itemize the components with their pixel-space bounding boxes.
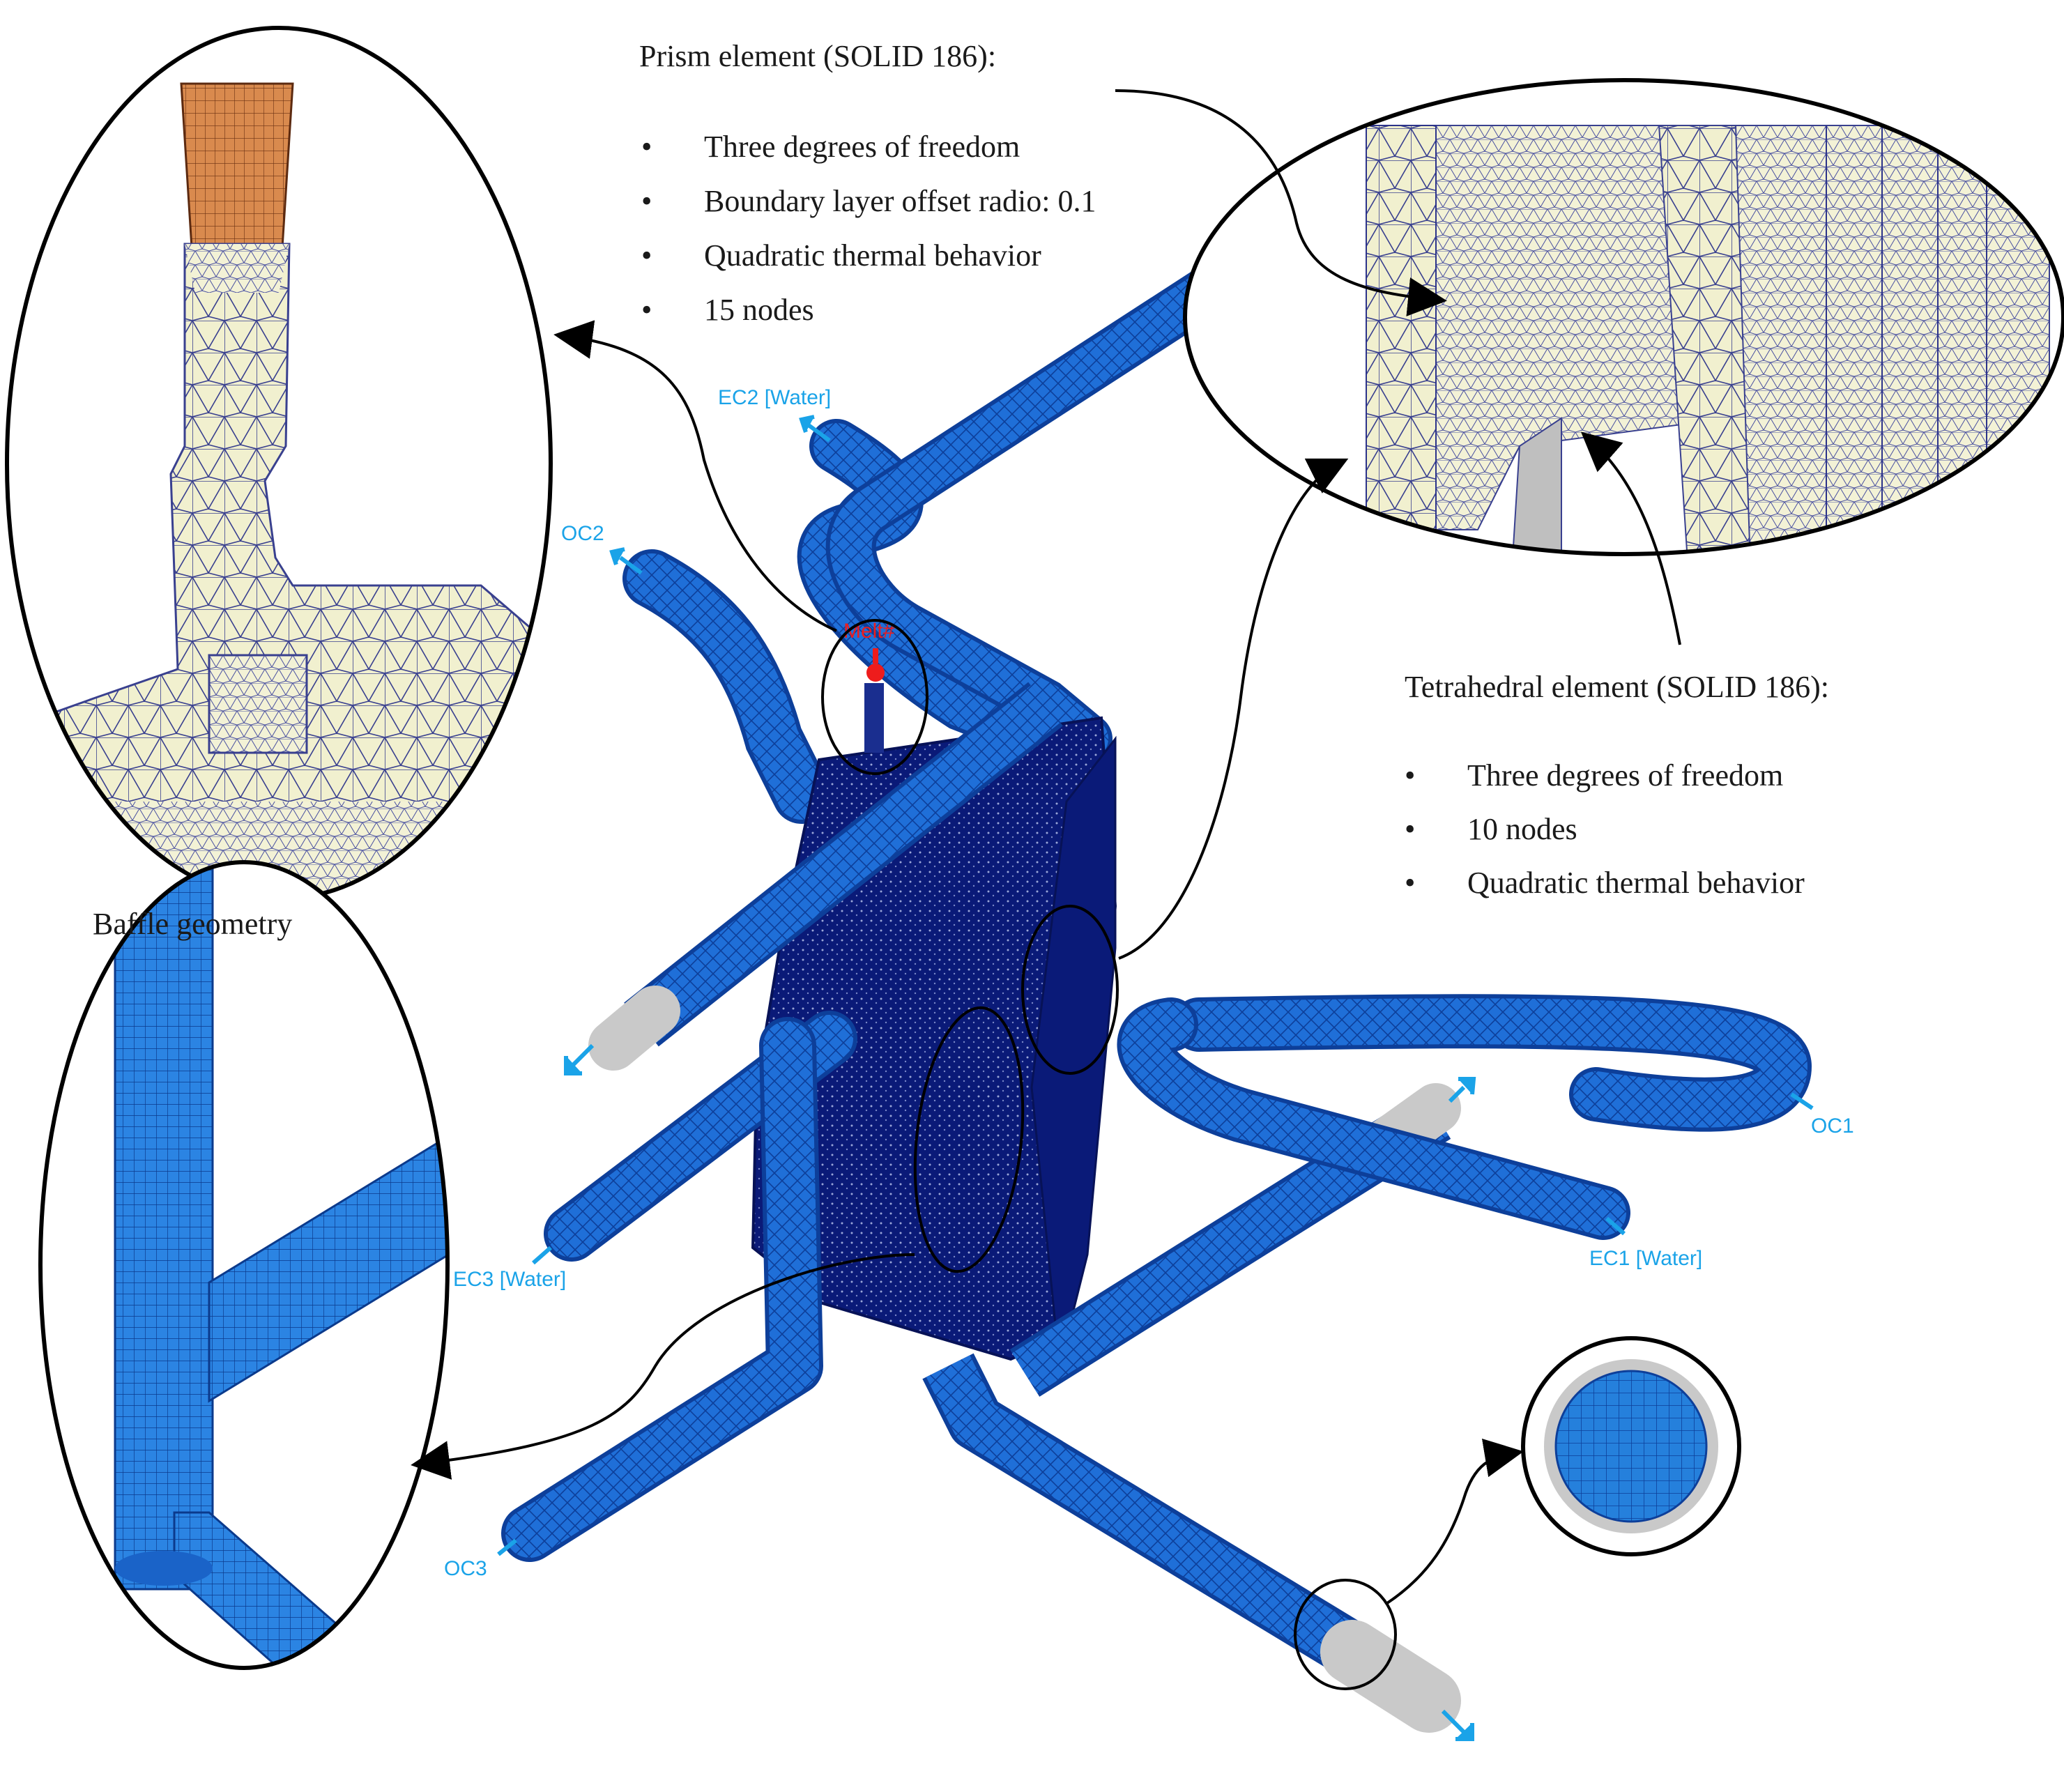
- tetra-bullet-0-mark: •: [1405, 758, 1415, 792]
- arrow-baffle-to-zoom: [411, 1253, 915, 1480]
- prism-bullet-3: 15 nodes: [704, 293, 814, 327]
- prism-bullet-2: Quadratic thermal behavior: [704, 238, 1041, 273]
- prism-bullet-2-mark: •: [641, 238, 652, 273]
- callout-pipe-section: [1294, 1579, 1397, 1690]
- arrow-pipe-to-circle: [1386, 1438, 1524, 1605]
- label-ec3: EC3 [Water]: [453, 1268, 566, 1291]
- sprue: [864, 683, 884, 753]
- prism-description: Prism element (SOLID 186): • Three degre…: [639, 39, 1096, 327]
- zoom-baffle: [38, 860, 450, 1670]
- prism-bullet-0: Three degrees of freedom: [704, 130, 1020, 164]
- label-oc2: OC2: [561, 522, 604, 545]
- tetra-description: Tetrahedral element (SOLID 186): • Three…: [1405, 670, 1829, 900]
- mold-side-plate: [1030, 735, 1117, 1367]
- zoom-sprue-mesh: [5, 26, 553, 901]
- label-ec2: EC2 [Water]: [718, 386, 831, 409]
- label-ec1: EC1 [Water]: [1589, 1247, 1702, 1270]
- label-oc1: OC1: [1811, 1115, 1854, 1138]
- callout-side-wall: [1021, 905, 1119, 1075]
- arrow-prism-to-wall: [1115, 89, 1447, 316]
- prism-title: Prism element (SOLID 186):: [639, 39, 996, 73]
- tetra-bullet-2: Quadratic thermal behavior: [1467, 866, 1805, 900]
- label-oc3: OC3: [444, 1557, 487, 1580]
- zoom-baffle-border: [38, 860, 450, 1670]
- baffle-geometry-label: Baffle geometry: [93, 907, 292, 941]
- tetra-bullet-1: 10 nodes: [1467, 812, 1577, 846]
- zoom-pipe-section: [1521, 1336, 1741, 1556]
- tetra-bullet-1-mark: •: [1405, 812, 1415, 846]
- callout-melt-region: [821, 619, 928, 775]
- tetra-title: Tetrahedral element (SOLID 186):: [1405, 670, 1829, 704]
- arrow-tetra-up: [1580, 431, 1681, 645]
- tetra-bullet-0: Three degrees of freedom: [1467, 758, 1783, 792]
- prism-bullet-0-mark: •: [641, 130, 652, 164]
- prism-bullet-1-mark: •: [641, 184, 652, 218]
- zoom-wall-mesh: [1183, 78, 2064, 556]
- arrow-wall-to-zoom: [1118, 458, 1349, 960]
- cap-upper-left: [588, 986, 680, 1071]
- mold-assembly: EC2 [Water] OC2 Melt# OC1 EC1 [Water] EC…: [444, 227, 1854, 1741]
- prism-bullet-1: Boundary layer offset radio: 0.1: [704, 184, 1096, 218]
- prism-bullet-3-mark: •: [641, 293, 652, 327]
- melt-inlet-icon: [866, 664, 885, 682]
- tetra-bullet-2-mark: •: [1405, 866, 1415, 900]
- connector-arrows: [411, 89, 1681, 1605]
- callout-baffle-region: [913, 1006, 1025, 1273]
- zoom-wall-border: [1183, 78, 2064, 556]
- cap-bottom: [1320, 1620, 1461, 1733]
- arrow-to-sprue-zoom: [553, 320, 837, 632]
